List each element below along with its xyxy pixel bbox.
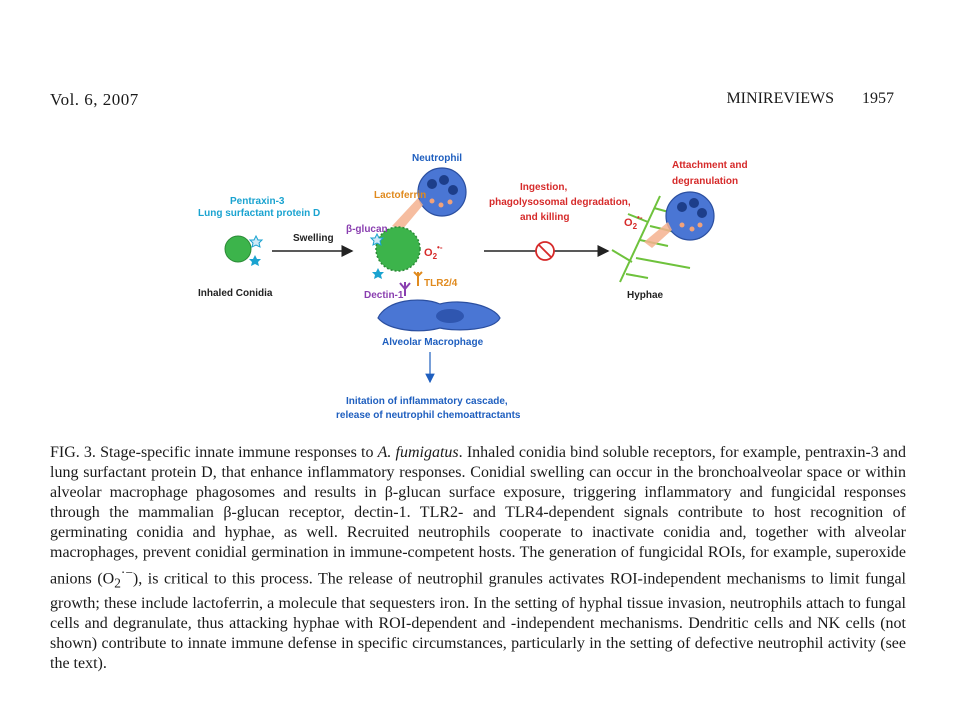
neutrophil-granule — [438, 202, 444, 208]
figure-caption: FIG. 3. Stage-specific innate immune res… — [50, 443, 906, 674]
receptor-star-icon — [369, 232, 385, 246]
neutrophil-granule — [679, 222, 685, 228]
swelling-label: Swelling — [293, 233, 334, 244]
tlr-label: TLR2/4 — [424, 278, 458, 289]
neutrophil-label: Neutrophil — [412, 153, 462, 164]
caption-text-1: Stage-specific innate immune responses t… — [95, 444, 378, 461]
caption-text-2: . Inhaled conidia bind soluble receptors… — [50, 444, 907, 588]
section-label: MINIREVIEWS — [726, 90, 834, 107]
neutrophil-granule — [447, 199, 453, 205]
macrophage-label: Alveolar Macrophage — [382, 337, 484, 348]
neutrophil-granule — [697, 222, 703, 228]
lactoferrin-release-shape — [392, 198, 423, 230]
conidium-cell — [224, 235, 252, 263]
surfactant-star-icon — [249, 255, 261, 266]
beta-glucan-label: β-glucan — [346, 224, 388, 235]
page-number: 1957 — [862, 90, 894, 107]
receptor-star-icon — [372, 268, 384, 279]
ingestion-label-line2: phagolysosomal degradation, — [489, 197, 631, 208]
figure-diagram: Pentraxin-3 Lung surfactant protein D In… — [198, 153, 748, 421]
dectin-receptor-icon — [399, 282, 411, 296]
neutrophil-lobe — [439, 175, 449, 185]
inhaled-conidia-label: Inhaled Conidia — [198, 288, 273, 299]
attachment-label-line2: degranulation — [672, 176, 738, 187]
volume-label: Vol. 6, 2007 — [50, 90, 139, 109]
ingestion-label-line1: Ingestion, — [520, 182, 567, 193]
tlr-receptor-icon — [413, 271, 423, 286]
neutrophil-lobe — [689, 198, 699, 208]
neutrophil-lobe — [697, 208, 707, 218]
pentraxin-star-icon — [248, 234, 264, 248]
prohibition-slash — [538, 244, 552, 258]
lactoferrin-label: Lactoferrin — [374, 190, 426, 201]
hyphae-label: Hyphae — [627, 290, 664, 301]
neutrophil-lobe — [448, 185, 458, 195]
macrophage-nucleus — [436, 309, 464, 323]
dectin-label: Dectin-1 — [364, 290, 404, 301]
neutrophil-lobe — [427, 179, 437, 189]
cascade-label-line2: release of neutrophil chemoattractants — [336, 410, 521, 421]
caption-o2-superscript: ·− — [120, 565, 133, 580]
caption-o2-subscript: 2 — [114, 575, 121, 591]
degranulation-shape — [644, 222, 672, 248]
attachment-label-line1: Attachment and — [672, 160, 748, 171]
neutrophil-granule — [689, 226, 695, 232]
ingestion-label-line3: and killing — [520, 212, 569, 223]
pentraxin-label: Pentraxin-3 — [230, 196, 285, 207]
neutrophil-granule — [429, 198, 435, 204]
cascade-label-line1: Initation of inflammatory cascade, — [346, 396, 508, 407]
running-header-left: Vol. 6, 2007 — [50, 90, 139, 110]
swollen-conidium — [375, 226, 421, 272]
running-header-right: MINIREVIEWS 1957 — [726, 90, 894, 108]
fig-label: FIG. 3. — [50, 444, 96, 461]
superoxide-label: O2•- — [424, 243, 443, 261]
attached-neutrophil-cell — [665, 191, 715, 241]
neutrophil-lobe — [677, 202, 687, 212]
caption-text-3: ), is critical to this process. The rele… — [50, 570, 907, 672]
lung-surfactant-label: Lung surfactant protein D — [198, 208, 320, 219]
species-name: A. fumigatus — [377, 444, 459, 461]
hyphae-superoxide-label: O2•- — [624, 213, 643, 231]
